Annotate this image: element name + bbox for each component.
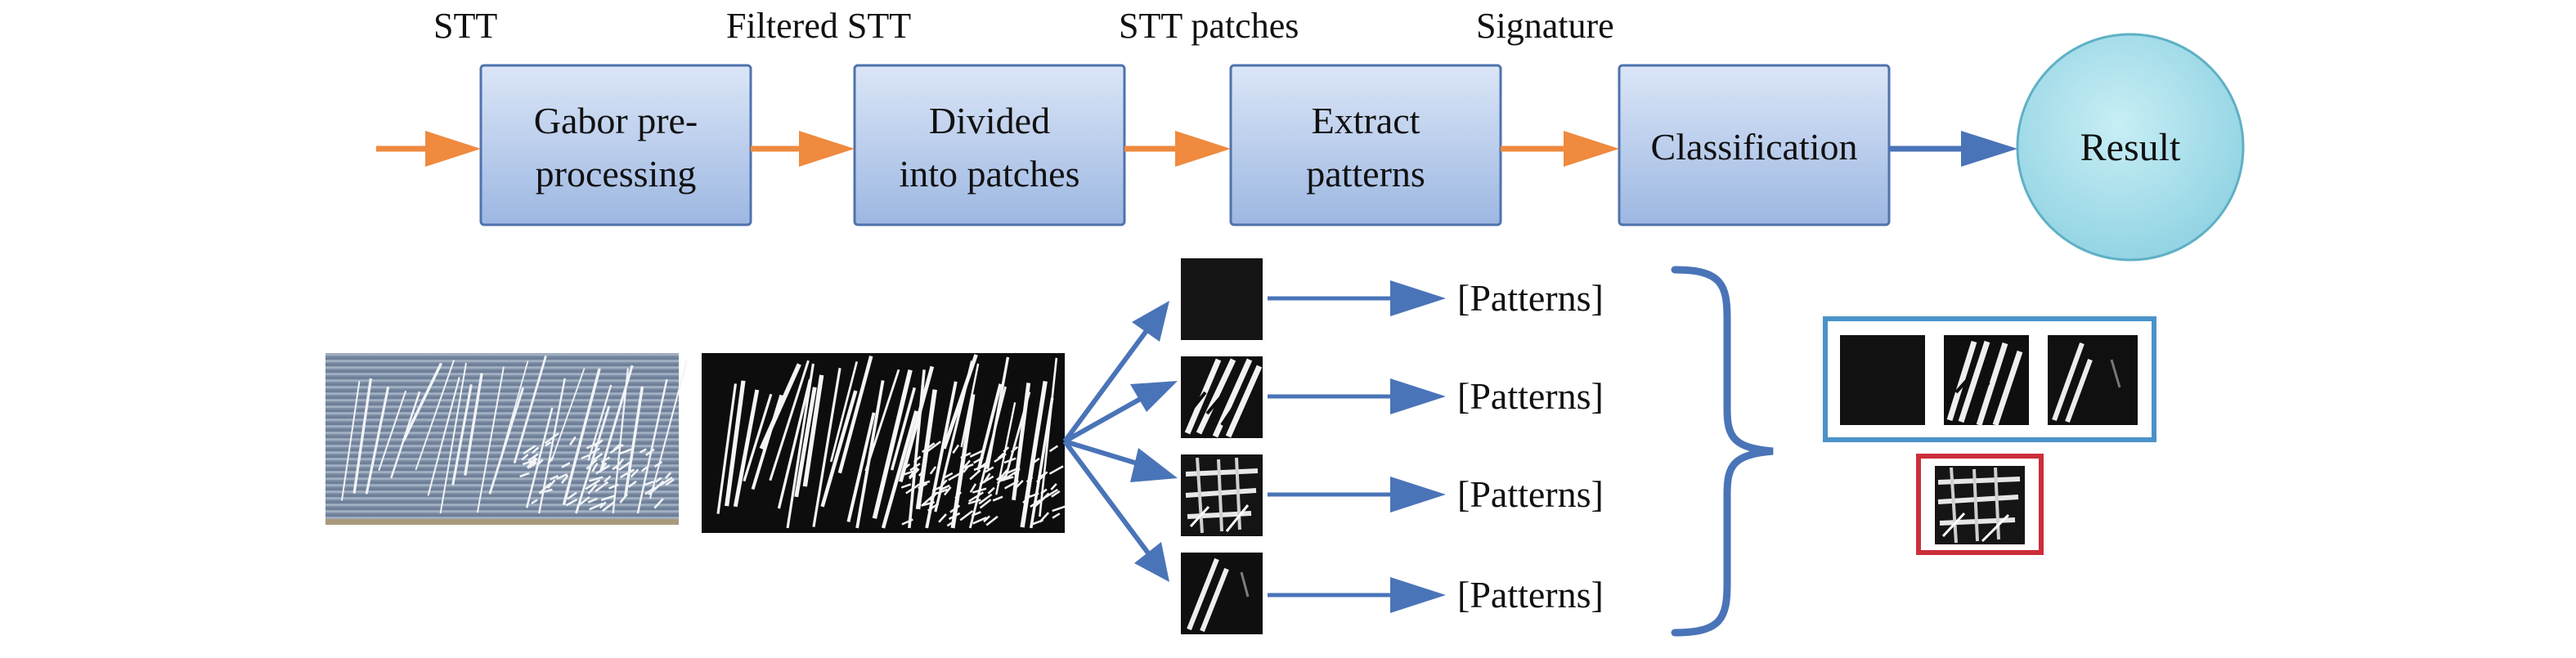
patch-thumbnail-icon bbox=[1181, 258, 1263, 634]
flow-arrows bbox=[376, 131, 2017, 167]
divided-line2: into patches bbox=[900, 153, 1080, 195]
patterns-label-4: [Patterns] bbox=[1457, 574, 1604, 615]
patch-3 bbox=[1181, 454, 1263, 536]
extract-line2: patterns bbox=[1306, 153, 1425, 195]
classification-label: Classification bbox=[1651, 126, 1858, 168]
gabor-line1: Gabor pre- bbox=[534, 100, 698, 141]
step-classification: Classification bbox=[1618, 64, 1891, 226]
patterns-label-2: [Patterns] bbox=[1457, 375, 1604, 417]
extract-line1: Extract bbox=[1312, 100, 1420, 141]
result-patch-icon bbox=[1916, 454, 2044, 555]
signature-thumbnails-icon bbox=[1823, 316, 2156, 442]
arrow-divided-to-extract bbox=[1124, 131, 1231, 167]
gabor-line2: processing bbox=[536, 153, 697, 195]
arrow-extract-to-classification bbox=[1501, 131, 1619, 167]
patterns-label-3: [Patterns] bbox=[1457, 473, 1604, 515]
label-stt: STT bbox=[433, 6, 497, 46]
patch-1 bbox=[1181, 258, 1263, 340]
divided-line1: Divided bbox=[929, 100, 1050, 141]
step-gabor-preprocessing: Gabor pre- processing bbox=[479, 64, 752, 226]
arrow-gabor-to-divided bbox=[751, 131, 855, 167]
patterns-label-1: [Patterns] bbox=[1457, 277, 1604, 319]
patch-4 bbox=[1181, 553, 1263, 634]
label-filtered-stt: Filtered STT bbox=[726, 6, 911, 46]
result-label: Result bbox=[2080, 126, 2181, 169]
label-signature: Signature bbox=[1476, 6, 1614, 46]
step-divided-into-patches: Divided into patches bbox=[853, 64, 1126, 226]
label-stt-patches: STT patches bbox=[1119, 6, 1299, 46]
split-arrows bbox=[1062, 301, 1178, 582]
arrow-classification-to-result bbox=[1889, 131, 2017, 167]
grouping-brace bbox=[1671, 266, 1774, 637]
patch-2 bbox=[1181, 356, 1263, 438]
raw-stt-image-icon bbox=[325, 353, 688, 525]
arrow-into-gabor bbox=[376, 131, 481, 167]
step-extract-patterns: Extract patterns bbox=[1229, 64, 1502, 226]
filtered-stt-image-icon bbox=[702, 353, 1067, 533]
pattern-arrows bbox=[1268, 280, 1446, 613]
step-result: Result bbox=[2016, 33, 2245, 262]
